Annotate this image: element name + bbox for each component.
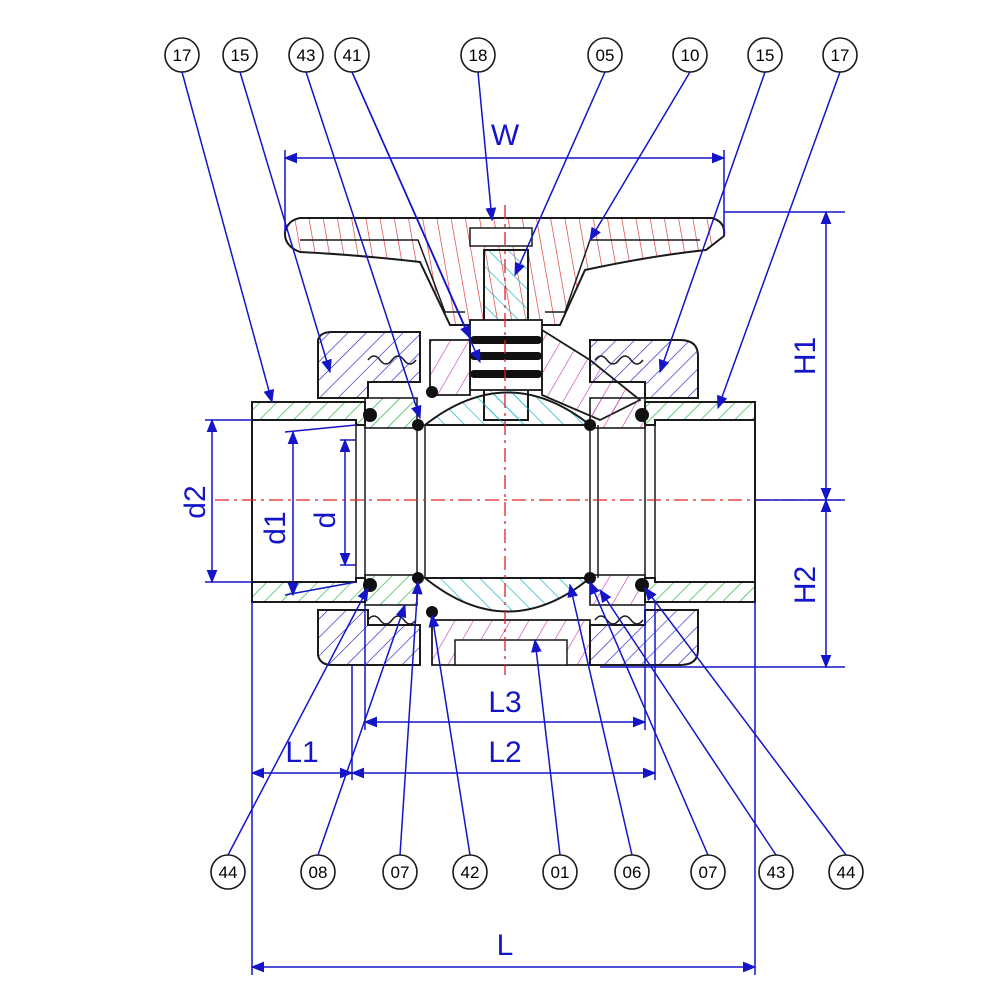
top-balloon-3: 43 bbox=[288, 37, 324, 73]
balloon-circle bbox=[614, 854, 650, 890]
balloon-number: 44 bbox=[219, 863, 238, 882]
dim-label-l3: L3 bbox=[488, 686, 521, 719]
stem-o-rings bbox=[470, 336, 542, 378]
end-connector-right bbox=[644, 401, 756, 603]
balloon-number: 44 bbox=[837, 863, 856, 882]
balloon-circle bbox=[334, 37, 370, 73]
dim-label-l2: L2 bbox=[488, 736, 521, 769]
balloon-circle bbox=[452, 854, 488, 890]
balloon-number: 17 bbox=[173, 46, 192, 65]
balloon-circle bbox=[300, 854, 336, 890]
balloon-number: 01 bbox=[551, 863, 570, 882]
balloon-number: 41 bbox=[343, 46, 362, 65]
leader-lines-top bbox=[181, 71, 841, 420]
top-balloon-8: 15 bbox=[747, 37, 783, 73]
bottom-balloon-1: 44 bbox=[210, 854, 246, 890]
balloon-number: 43 bbox=[767, 863, 786, 882]
dim-label-h2: H2 bbox=[789, 566, 822, 604]
bottom-balloon-4: 42 bbox=[452, 854, 488, 890]
balloon-circle bbox=[382, 854, 418, 890]
balloon-number: 07 bbox=[699, 863, 718, 882]
balloon-number: 15 bbox=[231, 46, 250, 65]
balloon-number: 42 bbox=[461, 863, 480, 882]
dim-label-d: d bbox=[309, 512, 342, 529]
balloon-circle bbox=[672, 37, 708, 73]
bottom-balloon-8: 43 bbox=[758, 854, 794, 890]
dim-label-w: W bbox=[491, 119, 520, 152]
balloon-number: 18 bbox=[469, 46, 488, 65]
balloon-circle bbox=[690, 854, 726, 890]
balloons-top: 17 15 43 41 18 05 10 15 17 bbox=[164, 37, 858, 73]
top-balloon-7: 10 bbox=[672, 37, 708, 73]
balloon-circle bbox=[222, 37, 258, 73]
balloon-number: 10 bbox=[681, 46, 700, 65]
top-balloon-4: 41 bbox=[334, 37, 370, 73]
end-connector-left bbox=[251, 401, 366, 603]
top-balloon-9: 17 bbox=[822, 37, 858, 73]
balloons-bottom: 44 08 07 42 01 06 07 43 44 bbox=[210, 854, 864, 890]
top-balloon-6: 05 bbox=[587, 37, 623, 73]
bottom-balloon-5: 01 bbox=[542, 854, 578, 890]
dim-label-h1: H1 bbox=[789, 337, 822, 375]
dim-label-d1: d1 bbox=[259, 511, 292, 544]
bottom-balloon-7: 07 bbox=[690, 854, 726, 890]
balloon-number: 43 bbox=[297, 46, 316, 65]
balloon-circle bbox=[210, 854, 246, 890]
dim-label-l1: L1 bbox=[285, 736, 318, 769]
balloon-circle bbox=[288, 37, 324, 73]
balloon-circle bbox=[822, 37, 858, 73]
center-lines bbox=[215, 205, 840, 675]
bottom-balloon-2: 08 bbox=[300, 854, 336, 890]
balloon-number: 05 bbox=[596, 46, 615, 65]
balloon-circle bbox=[460, 37, 496, 73]
balloon-circle bbox=[828, 854, 864, 890]
balloon-number: 15 bbox=[756, 46, 775, 65]
top-balloon-5: 18 bbox=[460, 37, 496, 73]
balloon-number: 07 bbox=[391, 863, 410, 882]
balloon-number: 06 bbox=[623, 863, 642, 882]
top-balloon-1: 17 bbox=[164, 37, 200, 73]
balloon-circle bbox=[758, 854, 794, 890]
balloon-number: 08 bbox=[309, 863, 328, 882]
o-rings bbox=[363, 386, 649, 618]
bottom-balloon-3: 07 bbox=[382, 854, 418, 890]
ball bbox=[422, 391, 593, 613]
union-nut-left bbox=[317, 331, 421, 666]
top-balloon-2: 15 bbox=[222, 37, 258, 73]
bottom-balloon-9: 44 bbox=[828, 854, 864, 890]
dim-label-d2: d2 bbox=[179, 485, 212, 518]
dimension-labels: W H1 H2 d2 d1 d L3 L1 L2 L bbox=[179, 119, 822, 962]
balloon-circle bbox=[587, 37, 623, 73]
balloon-circle bbox=[164, 37, 200, 73]
bottom-balloon-6: 06 bbox=[614, 854, 650, 890]
balloon-circle bbox=[542, 854, 578, 890]
dim-label-l: L bbox=[497, 929, 514, 962]
balloon-number: 17 bbox=[831, 46, 850, 65]
dimension-lines bbox=[205, 150, 845, 975]
balloon-circle bbox=[747, 37, 783, 73]
leader-lines-bottom bbox=[227, 580, 847, 856]
body-bottom bbox=[431, 619, 591, 666]
